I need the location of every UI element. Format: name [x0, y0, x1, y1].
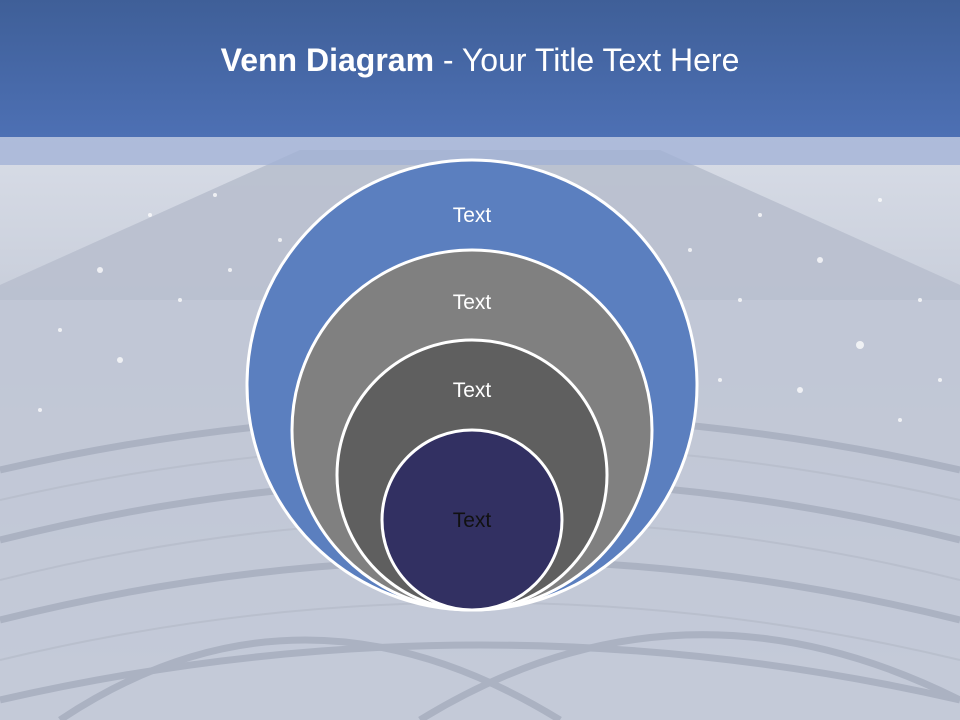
ring-4	[380, 428, 564, 612]
ring-2-label: Text	[453, 291, 492, 314]
ring-3-label: Text	[453, 379, 492, 402]
slide-title: Venn Diagram - Your Title Text Here	[0, 42, 960, 79]
slide-title-rest: - Your Title Text Here	[434, 42, 740, 78]
ring-1-label: Text	[453, 204, 492, 227]
title-bar	[0, 0, 960, 137]
slide-title-bold: Venn Diagram	[220, 42, 435, 78]
ring-4-label: Text	[453, 509, 492, 532]
